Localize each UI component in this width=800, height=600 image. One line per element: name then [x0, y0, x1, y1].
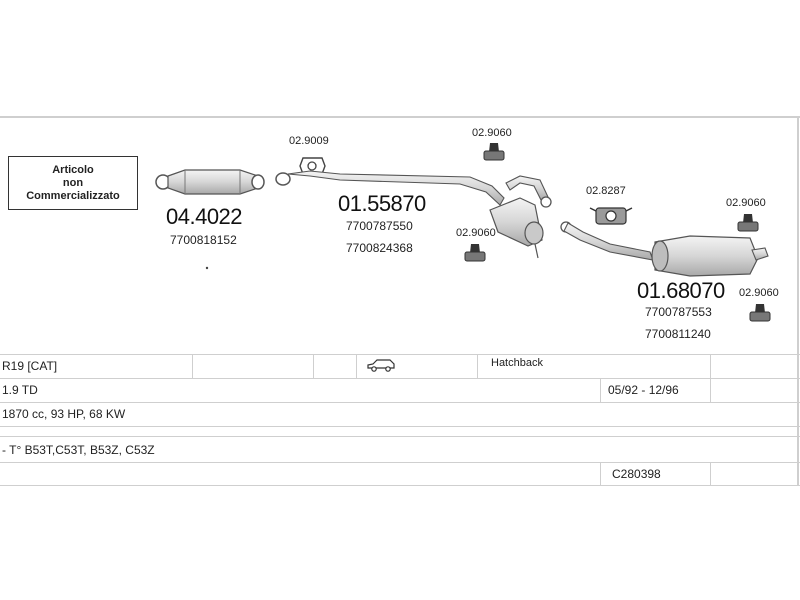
- fitting-code-mount[interactable]: 02.9060: [726, 197, 766, 209]
- hatchback-car-icon: [366, 358, 396, 375]
- fitting-code-clamp[interactable]: 02.8287: [586, 185, 626, 197]
- vehicle-row-spec: 1870 cc, 93 HP, 68 KW: [0, 402, 800, 427]
- notice-line-1: Articolo: [52, 163, 94, 176]
- vehicle-types: - T° B53T,C53T, B53Z, C53Z: [2, 443, 155, 457]
- fitting-code-gasket[interactable]: 02.9009: [289, 135, 329, 147]
- vehicle-row-model: R19 [CAT] Hatchback: [0, 354, 800, 379]
- rear-silencer-icon[interactable]: [560, 221, 769, 277]
- part-code-catalytic-converter[interactable]: 04.4022: [166, 204, 243, 229]
- vehicle-row-types: - T° B53T,C53T, B53Z, C53Z: [0, 436, 800, 463]
- vehicle-engine: 1.9 TD: [2, 383, 38, 397]
- part-oem-number: 7700787553: [645, 305, 712, 319]
- rubber-mount-icon[interactable]: [737, 214, 759, 232]
- rubber-mount-icon[interactable]: [464, 244, 486, 262]
- part-oem-number: 7700818152: [170, 233, 237, 247]
- part-oem-number: 7700811240: [645, 327, 711, 341]
- vehicle-row-reference: C280398: [0, 462, 800, 486]
- part-oem-number: 7700824368: [346, 241, 413, 255]
- rubber-mount-icon[interactable]: [749, 304, 771, 322]
- fitting-code-mount[interactable]: 02.9060: [739, 287, 779, 299]
- vehicle-model: R19 [CAT]: [2, 359, 58, 373]
- part-code-front-pipe[interactable]: 01.55870: [338, 191, 426, 216]
- table-bottom-border: [0, 485, 800, 486]
- part-oem-number: 7700787550: [346, 219, 413, 233]
- fitting-code-mount[interactable]: 02.9060: [472, 127, 512, 139]
- vehicle-spec: 1870 cc, 93 HP, 68 KW: [2, 407, 126, 421]
- vehicle-date-range: 05/92 - 12/96: [608, 383, 679, 397]
- vehicle-row-engine: 1.9 TD 05/92 - 12/96: [0, 378, 800, 403]
- part-code-rear-silencer[interactable]: 01.68070: [637, 278, 725, 303]
- notice-line-2: non: [62, 176, 84, 189]
- notice-line-3: Commercializzato: [26, 189, 120, 202]
- exhaust-diagram: [155, 143, 771, 322]
- rubber-mount-icon[interactable]: [483, 143, 505, 161]
- frame-right-border: [797, 116, 799, 486]
- catalytic-converter-icon[interactable]: [155, 169, 265, 195]
- clamp-icon[interactable]: [589, 207, 633, 225]
- frame-top-border: [0, 116, 800, 118]
- diagram-reference: C280398: [612, 467, 661, 481]
- fitting-code-mount[interactable]: 02.9060: [456, 227, 496, 239]
- front-pipe-silencer-icon[interactable]: [275, 170, 552, 259]
- body-type: Hatchback: [491, 357, 543, 369]
- not-commercialized-notice: Articolo non Commercializzato: [8, 156, 138, 210]
- vehicle-row-spacer: [0, 426, 800, 437]
